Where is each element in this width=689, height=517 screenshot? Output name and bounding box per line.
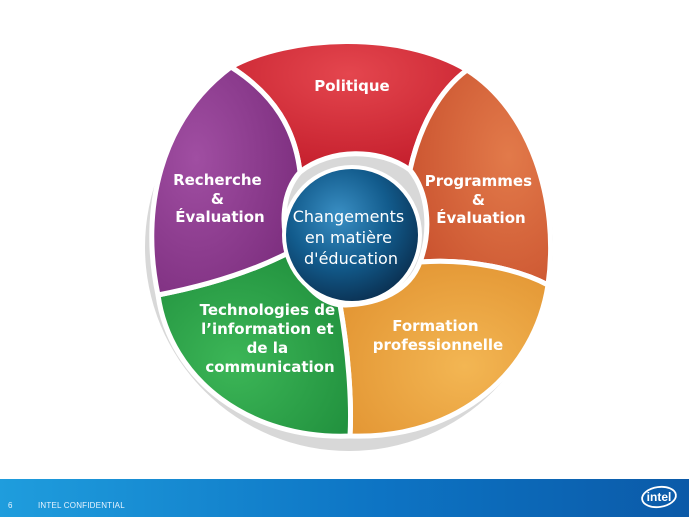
center-line-1: Changements xyxy=(293,207,404,226)
label-recherche-line-1: Recherche xyxy=(173,171,262,189)
label-programmes-line-1: Programmes xyxy=(425,172,532,190)
label-recherche: Recherche & Évaluation xyxy=(173,171,267,226)
confidential-label: INTEL CONFIDENTIAL xyxy=(38,501,125,510)
label-technologies: Technologies de l’information et de la c… xyxy=(200,301,341,376)
segment-recherche xyxy=(149,64,303,298)
label-programmes: Programmes & Évaluation xyxy=(425,172,538,227)
center-line-3: d'éducation xyxy=(304,249,398,268)
education-cycle-diagram: Changements en matière d'éducation Polit… xyxy=(145,41,553,451)
center-label: Changements en matière d'éducation xyxy=(293,207,410,268)
label-formation-line-1: Formation xyxy=(392,317,478,335)
page-number: 6 xyxy=(8,501,13,510)
label-programmes-line-2: & xyxy=(472,191,485,209)
label-recherche-line-2: & xyxy=(211,190,224,208)
footer-bar: 6 INTEL CONFIDENTIAL intel xyxy=(0,479,689,517)
label-recherche-line-3: Évaluation xyxy=(175,207,264,226)
label-technologies-line-3: de la xyxy=(247,339,288,357)
label-technologies-line-4: communication xyxy=(205,358,334,376)
label-politique: Politique xyxy=(314,77,389,95)
label-programmes-line-3: Évaluation xyxy=(436,208,525,227)
label-politique-line-1: Politique xyxy=(314,77,389,95)
center-circle xyxy=(286,169,418,301)
label-formation-line-2: professionnelle xyxy=(373,336,503,354)
intel-logo-icon: intel xyxy=(641,485,677,509)
label-technologies-line-2: l’information et xyxy=(201,320,334,338)
intel-logo-text: intel xyxy=(647,490,672,504)
label-technologies-line-1: Technologies de xyxy=(200,301,336,319)
center-line-2: en matière xyxy=(305,228,392,247)
label-formation: Formation professionnelle xyxy=(373,317,503,354)
